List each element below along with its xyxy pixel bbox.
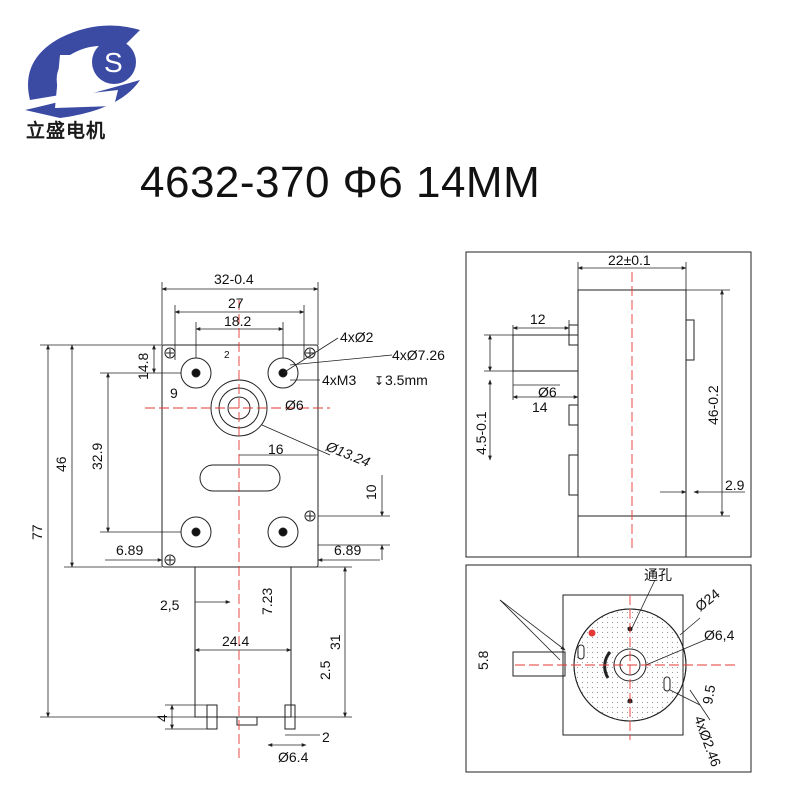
dim-side-shaft-len: 12 (530, 311, 546, 327)
dim-h-32-9: 32.9 (89, 443, 105, 470)
dim-motor-31: 31 (327, 634, 343, 650)
dim-motor-24-4: 24.4 (222, 633, 249, 649)
dim-side-height: 46-0.2 (705, 385, 721, 425)
dim-side-2-9: 2.9 (725, 477, 745, 493)
dim-terminal-4: 4 (154, 714, 170, 722)
dim-motor-2-5: 2,5 (160, 597, 180, 613)
dim-side-width: 22±0.1 (608, 252, 651, 268)
dim-left-6-89: 6.89 (116, 542, 143, 558)
dim-h-77: 77 (29, 524, 45, 540)
dim-h-46: 46 (53, 456, 69, 472)
dim-hole-small: 4xØ2 (340, 329, 374, 345)
dim-side-shaft-dia: Ø6 (538, 384, 557, 400)
dim-h-14-8: 14.8 (135, 353, 151, 380)
dim-motor-7-23: 7.23 (259, 588, 275, 615)
dim-terminal-6-4: Ø6.4 (278, 749, 309, 765)
brand-logo: S (25, 25, 140, 118)
dim-rear-6-4: Ø6,4 (704, 627, 735, 643)
model-title: 4632-370 Φ6 14MM (140, 158, 541, 207)
dim-hole-big: 4xØ7.26 (392, 347, 445, 363)
dim-depth: 3.5mm (385, 372, 428, 388)
dim-h-10: 10 (363, 484, 379, 500)
dim-side-4-5: 4.5-0.1 (473, 411, 489, 455)
dim-motor-2-5b: 2.5 (317, 660, 333, 680)
dim-terminal-2: 2 (322, 729, 330, 745)
logo-letter: S (104, 47, 123, 78)
dim-boss: Ø13.24 (323, 438, 373, 470)
depth-symbol-icon: ↧ (374, 374, 384, 388)
label-through-hole: 通孔 (644, 567, 672, 583)
dim-h-9: 9 (170, 385, 178, 401)
side-view (465, 251, 752, 558)
dim-width-outer: 32-0.4 (214, 271, 254, 287)
dim-rear-5-8: 5.8 (475, 650, 491, 670)
rear-view (465, 564, 752, 773)
brand-name: 立盛电机 (26, 120, 107, 142)
dim-thread: 4xM3 (322, 372, 356, 388)
front-view (40, 282, 393, 760)
dim-rear-24: Ø24 (692, 585, 723, 614)
side-view-labels: 22±0.1 12 Ø6 14 4.5-0.1 46-0.2 2.9 (473, 252, 745, 493)
dim-rear-holes: 4xØ2.46 (691, 714, 724, 769)
dim-hole-span: 27 (228, 295, 244, 311)
dim-shaft: Ø6 (285, 397, 304, 413)
dim-right-6-89: 6.89 (334, 542, 361, 558)
dim-h-16: 16 (268, 441, 284, 457)
dim-shaft-offset: 18.2 (224, 313, 251, 329)
dim-small-2: 2 (224, 350, 230, 361)
dim-rear-9-5: 9.5 (699, 683, 718, 705)
dim-side-14: 14 (532, 399, 548, 415)
